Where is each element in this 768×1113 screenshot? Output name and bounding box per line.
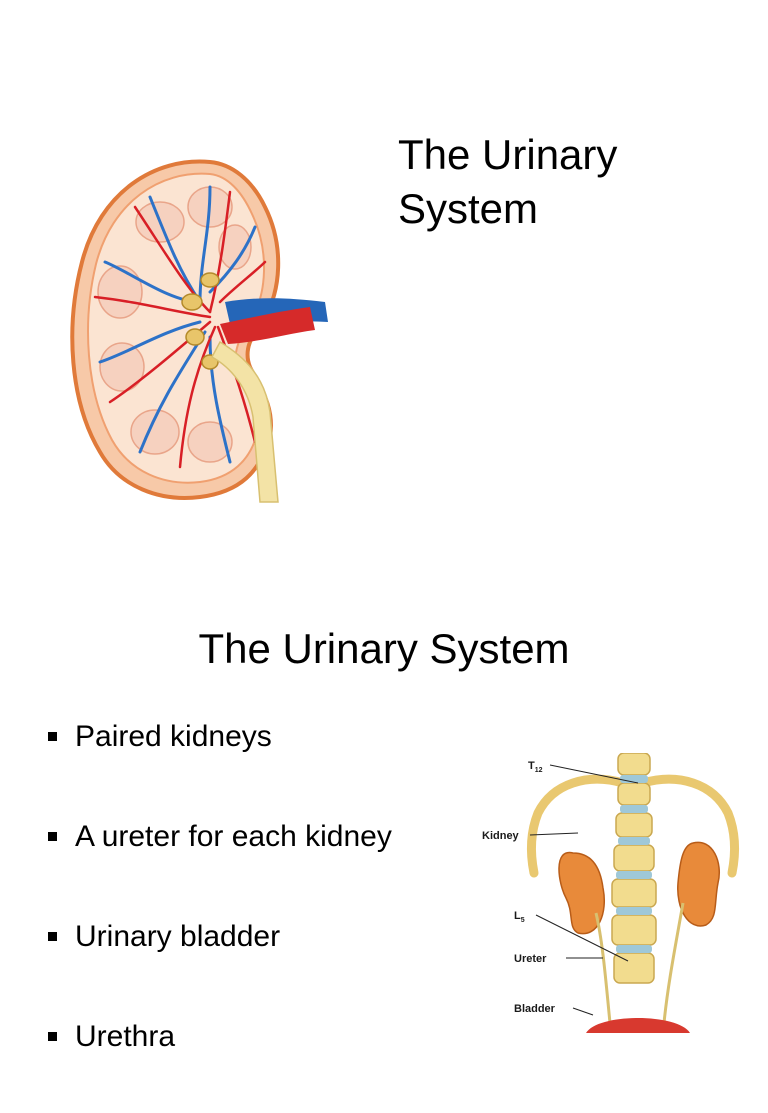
bullet-square-icon bbox=[48, 732, 57, 741]
label-kidney: Kidney bbox=[482, 830, 520, 842]
bullet-list: Paired kidneys A ureter for each kidney … bbox=[48, 713, 392, 1113]
label-l5: L5 bbox=[514, 910, 525, 924]
label-bladder: Bladder bbox=[514, 1003, 556, 1015]
slide-overview: The Urinary System Paired kidneys A uret… bbox=[0, 545, 768, 1053]
bullet-item: Urinary bladder bbox=[48, 913, 392, 1013]
slide-title-heading: The Urinary System bbox=[398, 128, 617, 236]
bullet-square-icon bbox=[48, 932, 57, 941]
bullet-item: A ureter for each kidney bbox=[48, 813, 392, 913]
bullet-item: Urethra bbox=[48, 1013, 392, 1113]
bullet-square-icon bbox=[48, 832, 57, 841]
title-line-2: System bbox=[398, 185, 539, 232]
label-t12: T12 bbox=[528, 760, 543, 774]
urinary-anatomy-diagram-icon: T12 Kidney L5 Ureter Bladder bbox=[482, 753, 740, 1033]
title-line-1: The Urinary bbox=[398, 131, 618, 178]
label-ureter: Ureter bbox=[514, 953, 547, 965]
slide-title: The Urinary System bbox=[0, 0, 768, 545]
slide-heading: The Urinary System bbox=[198, 625, 570, 672]
bullet-square-icon bbox=[48, 1032, 57, 1041]
kidney-cross-section-icon bbox=[70, 159, 328, 503]
bullet-item: Paired kidneys bbox=[48, 713, 392, 813]
